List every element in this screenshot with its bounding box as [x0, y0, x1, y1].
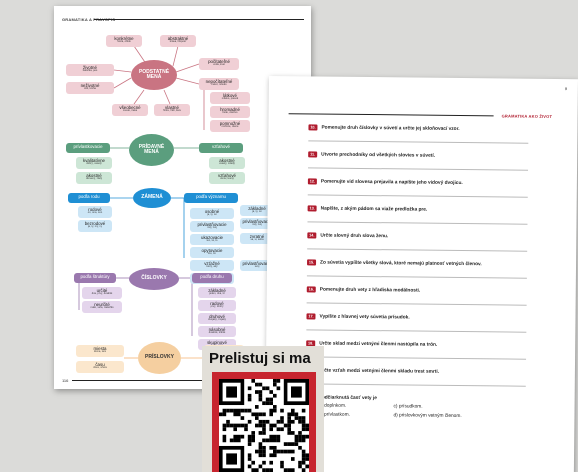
- mind-map-connectors: [78, 45, 205, 359]
- promo-title: Prelistuj si ma: [209, 350, 311, 367]
- qr-code-graphic: [219, 379, 309, 472]
- question-12: 12.Pomenujte vid slovesa prejavila a nap…: [307, 178, 463, 186]
- answer-line[interactable]: [307, 221, 528, 225]
- question-14: 14.Určte slovný druh slova ženu.: [307, 232, 389, 239]
- header-rule: [94, 19, 304, 20]
- answer-line[interactable]: [305, 383, 526, 387]
- answer-line[interactable]: [306, 302, 527, 306]
- oval-prislovky: PRÍSLOVKY: [138, 342, 181, 374]
- question-18: 18.Určte sklad medzi vetnými členmi nast…: [306, 340, 438, 348]
- node-podla-vyznamu-head: podľa významu: [184, 193, 238, 203]
- right-page-number: 9: [564, 86, 568, 92]
- answer-line[interactable]: [307, 248, 528, 252]
- question-17: 17.Vypíšte z hlavnej vety súvetia prísud…: [306, 313, 410, 320]
- node-podla-rodu-head: podľa rodu: [68, 193, 110, 203]
- qr-frame[interactable]: [212, 372, 316, 472]
- node-podla-struktury-head: podľa štruktúry: [74, 273, 116, 283]
- oval-zamena: ZÁMENÁ: [133, 188, 171, 208]
- answer-line[interactable]: [306, 356, 527, 360]
- option-d[interactable]: d) prislovkovým vetným členom.: [393, 413, 462, 420]
- question-19: 19.Určte vzťah medzi vetnými členmi skla…: [305, 367, 439, 374]
- qr-code-icon[interactable]: [219, 379, 309, 472]
- answer-line[interactable]: [308, 167, 529, 171]
- answer-line[interactable]: [306, 275, 527, 279]
- left-page-header: GRAMATIKA A PRAVOPIS: [62, 17, 116, 22]
- question-10: 10.Pomenujte druh číslovky v súvetí a ur…: [308, 124, 460, 132]
- answer-line[interactable]: [306, 329, 527, 333]
- option-c[interactable]: c) prísudkom.: [393, 404, 423, 410]
- flipbook-promo[interactable]: Prelistuj si ma: [202, 346, 324, 472]
- right-header-rule: [288, 113, 494, 117]
- question-15: 15.Zo súvetia vypíšte všetky slová, ktor…: [307, 259, 482, 267]
- question-13: 13.Napíšte, z akým pádom sa viaže predlo…: [307, 205, 428, 213]
- question-16: 16.Pomenujte druh vety z hľadiska modáln…: [306, 286, 421, 294]
- answer-line[interactable]: [308, 140, 529, 144]
- answer-line[interactable]: [307, 194, 528, 198]
- question-11: 11.Utvorte prechodníky od všetkých slovi…: [308, 151, 436, 159]
- node-podla-druhu-head: podľa druhu: [192, 273, 232, 283]
- right-page-header: GRAMATIKA AKO ŽIVOT: [501, 113, 553, 119]
- node-vztahove-head: vzťahové: [199, 143, 243, 153]
- node-privlastkovacie-head: prívlastkovacie: [66, 143, 110, 153]
- footer-rule: [72, 380, 302, 381]
- left-page-number: 116: [62, 378, 69, 383]
- oval-cislovky: ČÍSLOVKY: [129, 268, 179, 290]
